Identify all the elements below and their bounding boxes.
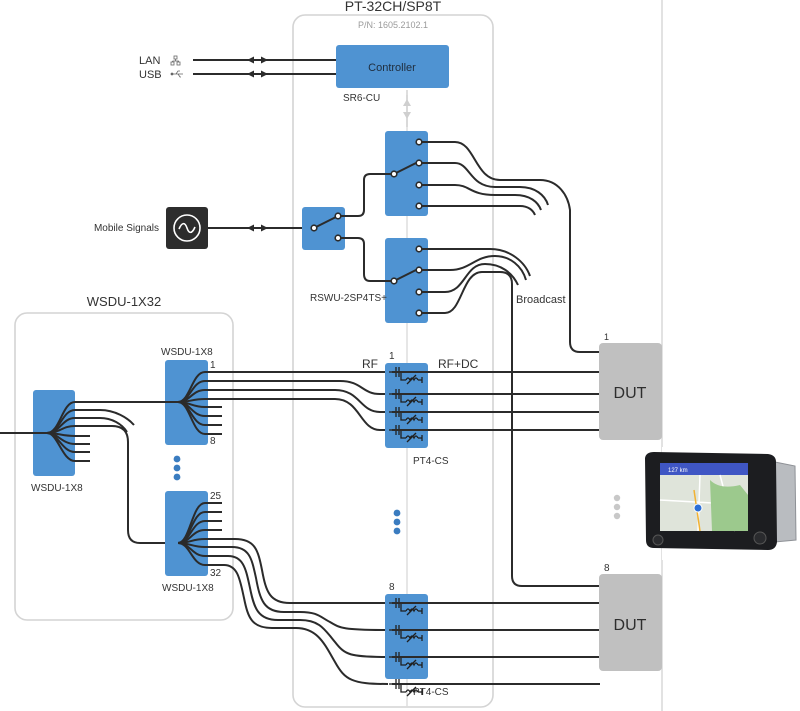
rf-label: RF [362, 357, 378, 371]
dut-8-index: 8 [604, 563, 610, 574]
dut-1-block[interactable] [599, 343, 662, 440]
lower-splitter-model: WSDU-1X8 [162, 583, 214, 594]
sp4t-lower-block[interactable] [385, 238, 428, 323]
dut-1-index: 1 [604, 332, 609, 342]
bias-tee-ellipsis [393, 509, 401, 535]
input-splitter[interactable]: WSDU-1X8 [0, 390, 178, 544]
splitter-group-wsdu-1x32: WSDU-1X32 WSDU-1X8 WSDU-1X8 1 8 [0, 294, 389, 685]
bias-tee-element-icon [389, 598, 423, 697]
lan-label: LAN [139, 55, 160, 67]
controller-model: SR6-CU [343, 93, 380, 104]
sp4t-upper-block[interactable] [385, 131, 428, 216]
upper-splitter[interactable]: WSDU-1X8 1 8 [161, 347, 222, 447]
splitter-group-frame [14, 312, 234, 621]
lower-splitter-port-first: 25 [210, 491, 222, 502]
upper-splitter-port-last: 8 [210, 436, 216, 447]
down-arrow-icon [403, 112, 411, 119]
rf-dc-label: RF+DC [438, 357, 479, 371]
dut-1[interactable]: 1 DUT [599, 332, 662, 440]
network-icon [170, 55, 181, 66]
upper-switch-outputs [422, 141, 600, 353]
rf-dc-paths-8 [392, 602, 600, 685]
sine-wave-icon [173, 214, 201, 242]
dut-ellipsis [613, 494, 621, 520]
usb-label: USB [139, 69, 162, 81]
switch-module-model: RSWU-2SP4TS+ [310, 293, 387, 304]
dut-1-label: DUT [614, 385, 647, 402]
chassis-title: PT-32CH/SP8T [345, 0, 442, 14]
switch-arm [313, 216, 337, 229]
bidirectional-arrow-icon [247, 70, 268, 78]
bidirectional-arrow-icon [247, 224, 268, 232]
controller-label: Controller [368, 62, 416, 74]
controller-block[interactable] [336, 45, 449, 88]
switch-arm [393, 162, 417, 175]
lower-switch-outputs: Broadcast [422, 248, 600, 587]
splitter-ellipsis [173, 455, 181, 481]
rf-paths-upper: RF RF+DC [222, 357, 479, 431]
upper-splitter-port-first: 1 [210, 360, 216, 371]
chassis-frame [292, 14, 494, 708]
lower-splitter[interactable]: WSDU-1X8 25 32 [162, 491, 389, 685]
bias-tee-1-model: PT4-CS [413, 456, 449, 467]
dut-8-label: DUT [614, 617, 647, 634]
switch-arm [393, 269, 417, 282]
part-number: P/N: 1605.2102.1 [358, 20, 428, 30]
bidirectional-arrow-icon [247, 56, 268, 64]
device-image-head-unit: 127 km [645, 447, 800, 560]
rf-dc-paths-1 [392, 371, 600, 431]
bias-tee-8-model: PT4-CS [413, 687, 449, 698]
lower-splitter-port-last: 32 [210, 568, 222, 579]
input-switch[interactable] [302, 207, 345, 250]
bias-tee-8-index: 8 [389, 582, 395, 593]
switch-to-upper-wire [341, 173, 393, 217]
mobile-signals-label: Mobile Signals [94, 223, 159, 234]
interface-lan[interactable]: LAN [139, 55, 336, 67]
up-arrow-icon [403, 99, 411, 106]
bias-tee-1-index: 1 [389, 351, 395, 362]
controller[interactable]: Controller SR6-CU [336, 45, 449, 104]
device-screen-distance: 127 km [668, 468, 688, 474]
usb-icon [170, 70, 183, 78]
broadcast-label: Broadcast [516, 294, 566, 306]
interface-usb[interactable]: USB [139, 69, 336, 81]
switch-to-lower-wire [341, 237, 393, 282]
bias-tee-8[interactable]: 8 PT4-CS [385, 582, 449, 698]
sp4t-switch-lower[interactable]: RSWU-2SP4TS+ [310, 237, 428, 323]
control-bus [403, 90, 411, 127]
dut-8-block[interactable] [599, 574, 662, 671]
splitter-group-title: WSDU-1X32 [87, 294, 161, 309]
capacitor-inductor-symbol [389, 407, 423, 425]
upper-splitter-model: WSDU-1X8 [161, 347, 213, 358]
mobile-signals-source[interactable]: Mobile Signals [94, 207, 314, 249]
dut-8[interactable]: 8 DUT [599, 563, 662, 671]
sp4t-switch-upper[interactable] [341, 131, 428, 217]
input-splitter-model: WSDU-1X8 [31, 483, 83, 494]
